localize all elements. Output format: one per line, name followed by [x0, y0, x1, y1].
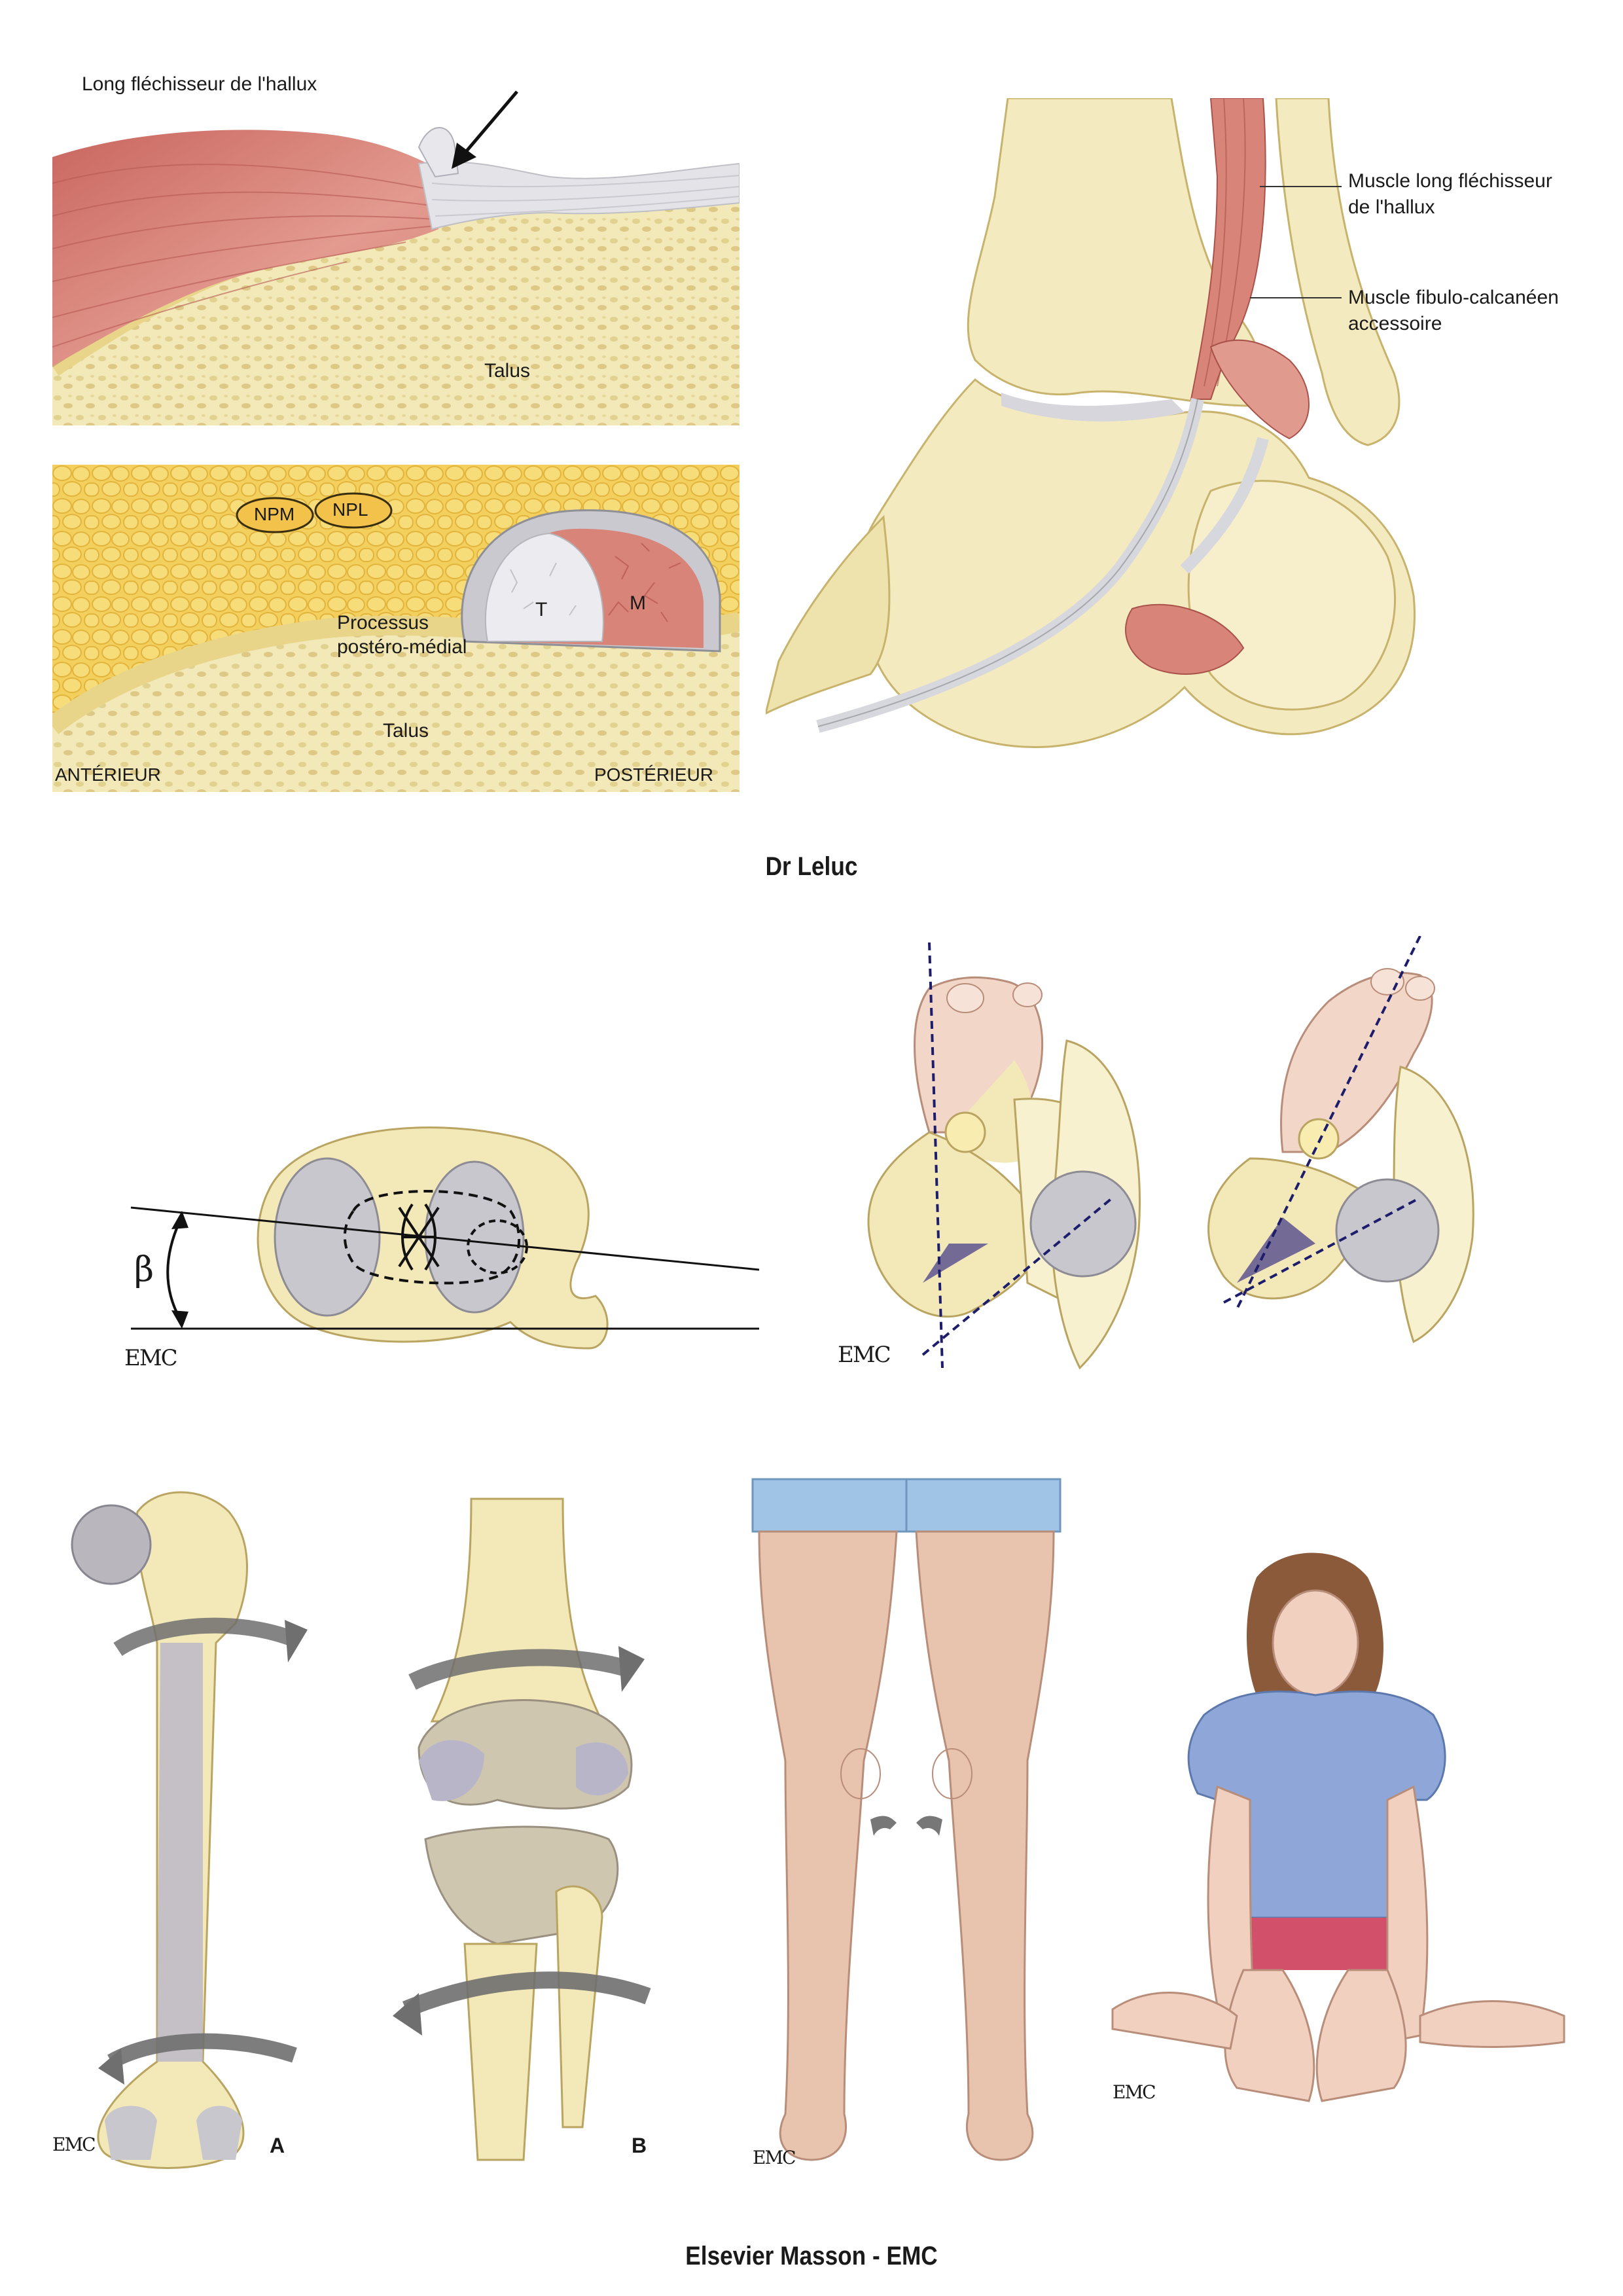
emc-logo-middle-left: EMC	[124, 1345, 178, 1371]
bottom-illustrations	[71, 1478, 1565, 2169]
emc-logo-bottom-3: EMC	[1113, 2081, 1156, 2103]
credit-elsevier: Elsevier Masson - EMC	[685, 2242, 938, 2270]
axial-section-illustration	[46, 465, 741, 792]
label-a: A	[270, 2134, 285, 2157]
label-muscle-m: M	[630, 592, 646, 614]
label-flexor-line1: Muscle long fléchisseur	[1348, 170, 1552, 192]
label-anterior: ANTÉRIEUR	[55, 764, 161, 785]
credit-dr-leluc: Dr Leluc	[765, 852, 858, 881]
foot-angles-illustration	[867, 935, 1474, 1370]
label-beta: β	[134, 1250, 154, 1289]
panel-axial-section: NPM NPL T M Processus postéro-médial Tal…	[46, 465, 741, 792]
anteversion-illustration	[130, 1126, 760, 1350]
panel-bottom-illustrations: A B EMC EMC EMC	[39, 1473, 1610, 2179]
label-flexor-line2: de l'hallux	[1348, 196, 1435, 218]
label-accessory-line2: accessoire	[1348, 313, 1442, 334]
label-talus-upper: Talus	[484, 360, 531, 382]
ankle-posterior-illustration	[764, 97, 1416, 749]
label-npl: NPL	[332, 499, 368, 520]
label-npm: NPM	[254, 504, 295, 524]
label-posterior: POSTÉRIEUR	[594, 764, 714, 785]
panel-ankle-posterior: Muscle long fléchisseur de l'hallux Musc…	[764, 97, 1616, 779]
label-talus-lower: Talus	[383, 720, 429, 742]
emc-logo-bottom-1: EMC	[52, 2134, 96, 2155]
label-long-flexor: Long fléchisseur de l'hallux	[82, 73, 317, 95]
label-b: B	[632, 2134, 647, 2157]
tendon-sagittal-illustration	[46, 59, 741, 425]
label-process-line2: postéro-médial	[337, 636, 467, 658]
label-process-line1: Processus	[337, 612, 429, 634]
label-accessory-line1: Muscle fibulo-calcanéen	[1348, 287, 1559, 308]
panel-tendon-sagittal: Long fléchisseur de l'hallux Talus	[46, 59, 741, 425]
emc-logo-bottom-2: EMC	[753, 2147, 796, 2168]
panel-foot-angles: EMC	[831, 935, 1518, 1414]
label-tendon-t: T	[535, 599, 548, 620]
emc-logo-middle-right: EMC	[838, 1342, 891, 1368]
panel-anteversion-angle: β EMC	[105, 1100, 772, 1401]
